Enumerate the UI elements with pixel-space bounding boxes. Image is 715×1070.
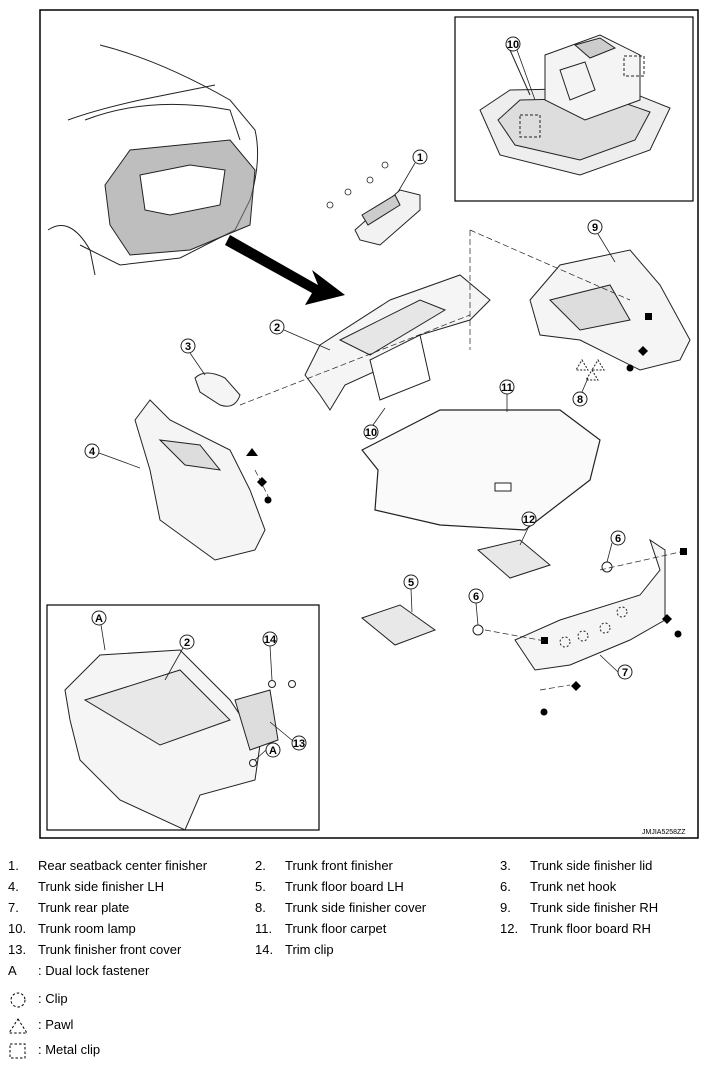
- carpet-handle: [494, 482, 512, 492]
- svg-text:9: 9: [592, 222, 598, 234]
- legend-label: Rear seatback center finisher: [38, 858, 208, 873]
- legend-a-num: A: [8, 963, 17, 978]
- inset-lamp-detail: [454, 16, 694, 202]
- callout-labels: 1 2 3 4 5 6 6 7 8 9 10 11 12 13 14 2 10 …: [89, 39, 628, 757]
- legend-pawl-label: : Pawl: [38, 1017, 74, 1032]
- legend-num: 14.: [255, 942, 274, 957]
- leader-lines: [98, 49, 619, 761]
- svg-text:7: 7: [622, 667, 628, 679]
- legend-num: 7.: [8, 900, 19, 915]
- trunk-side-finisher-lid: [194, 372, 241, 407]
- pawl-symbol-icon: [8, 1018, 28, 1034]
- svg-text:2: 2: [274, 322, 280, 334]
- trunk-floor-board-lh: [360, 604, 437, 646]
- legend-metal-clip-row: : Metal clip: [8, 1042, 208, 1060]
- legend-label: Trunk floor board LH: [285, 879, 404, 894]
- legend-metal-clip-label: : Metal clip: [38, 1042, 101, 1057]
- assembly-guide-lines: [239, 229, 681, 691]
- legend-clip-label: : Clip: [38, 991, 68, 1006]
- legend-num: 4.: [8, 879, 19, 894]
- legend-label: Trunk floor board RH: [530, 921, 651, 936]
- legend-label: Trunk rear plate: [38, 900, 130, 915]
- diagram-frame: [39, 9, 699, 839]
- metal-clip-symbol-icon: [9, 1043, 26, 1059]
- svg-text:A: A: [269, 745, 277, 757]
- svg-text:6: 6: [473, 591, 479, 603]
- trunk-rear-plate: [514, 538, 666, 671]
- rear-seatback-center-finisher: [354, 189, 421, 246]
- svg-text:A: A: [95, 613, 103, 625]
- svg-text:1: 1: [417, 152, 423, 164]
- legend-label: Trunk net hook: [530, 879, 617, 894]
- legend-label: Trunk side finisher cover: [285, 900, 427, 915]
- trunk-side-finisher-lh: [134, 399, 266, 561]
- svg-text:12: 12: [523, 514, 535, 526]
- finisher-clips-1: [326, 161, 389, 209]
- legend-num: 13.: [8, 942, 27, 957]
- legend-label: Trunk front finisher: [285, 858, 393, 873]
- legend-num: 9.: [500, 900, 511, 915]
- legend-label: Trim clip: [285, 942, 334, 957]
- legend-a-label: : Dual lock fastener: [38, 963, 150, 978]
- trunk-floor-board-rh: [476, 539, 552, 579]
- legend-label: Trunk finisher front cover: [38, 942, 182, 957]
- trunk-floor-carpet: [361, 409, 601, 531]
- trunk-front-finisher: [304, 274, 491, 411]
- svg-text:10: 10: [365, 427, 377, 439]
- legend-label: Trunk side finisher LH: [38, 879, 164, 894]
- exploded-view-diagram: 1 2 3 4 5 6 6 7 8 9 10 11 12 13 14 2 10 …: [39, 9, 699, 839]
- svg-text:10: 10: [507, 39, 519, 51]
- svg-text:3: 3: [185, 341, 191, 353]
- clip-symbol-icon: [10, 992, 26, 1008]
- diagram-code: JMJIA5258ZZ: [642, 829, 686, 836]
- parts-legend: 1. Rear seatback center finisher 2. Trun…: [0, 850, 715, 1070]
- legend-label: Trunk floor carpet: [285, 921, 387, 936]
- legend-label: Trunk room lamp: [38, 921, 136, 936]
- direction-arrow: [225, 235, 345, 305]
- legend-num: 11.: [255, 921, 273, 936]
- svg-text:5: 5: [408, 577, 414, 589]
- legend-num: 8.: [255, 900, 266, 915]
- pawl-markers: [575, 359, 605, 381]
- svg-text:2: 2: [184, 637, 190, 649]
- legend-label: Trunk side finisher lid: [530, 858, 653, 873]
- legend-clip-row: : Clip: [8, 991, 208, 1009]
- legend-num: 12.: [500, 921, 519, 936]
- legend-num: 6.: [500, 879, 511, 894]
- trunk-side-finisher-rh: [529, 249, 691, 371]
- svg-text:14: 14: [264, 634, 277, 646]
- svg-text:4: 4: [89, 446, 96, 458]
- legend-num: 2.: [255, 858, 266, 873]
- vehicle-rear-outline: [47, 44, 259, 276]
- legend-num: 10.: [8, 921, 27, 936]
- svg-text:8: 8: [577, 394, 583, 406]
- legend-pawl-row: : Pawl: [8, 1017, 208, 1035]
- trunk-room-lamp-detail: [479, 34, 671, 176]
- fastener-markers: [246, 313, 687, 716]
- legend-num: 3.: [500, 858, 511, 873]
- inset-front-finisher-drawing: [64, 649, 279, 831]
- legend-num: 5.: [255, 879, 266, 894]
- svg-text:11: 11: [501, 382, 513, 394]
- inset-clips: [249, 680, 296, 767]
- legend-label: Trunk side finisher RH: [530, 900, 659, 915]
- svg-text:6: 6: [615, 533, 621, 545]
- callouts: [84, 36, 633, 758]
- legend-num: 1.: [8, 858, 19, 873]
- svg-text:13: 13: [293, 738, 305, 750]
- inset-front-finisher-detail: [46, 604, 320, 831]
